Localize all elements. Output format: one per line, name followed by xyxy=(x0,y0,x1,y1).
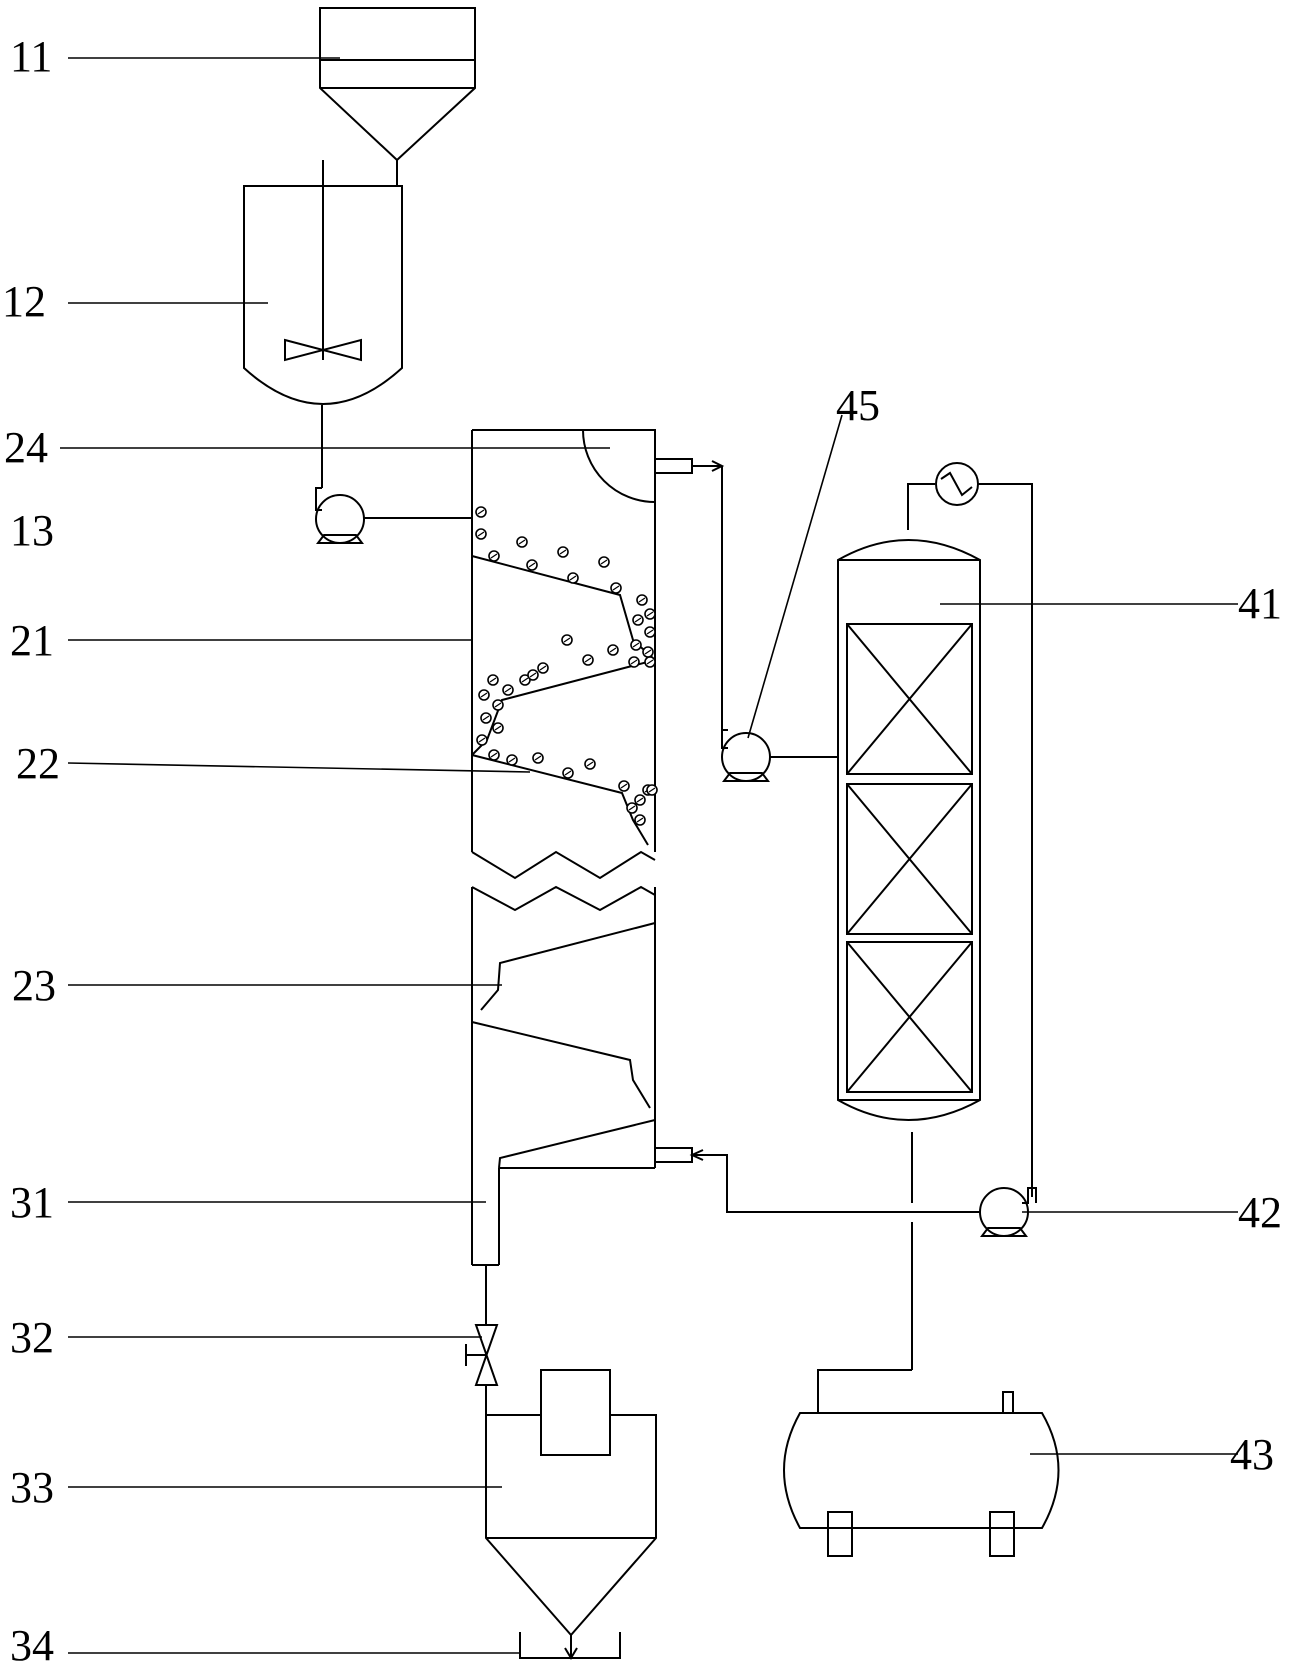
label-45: 45 xyxy=(836,381,880,430)
pump-icon xyxy=(721,729,838,782)
heat-exchanger-icon xyxy=(935,462,1033,1197)
label-42: 42 xyxy=(1238,1188,1282,1237)
label-24: 24 xyxy=(4,423,48,472)
label-23: 23 xyxy=(12,961,56,1010)
label-21: 21 xyxy=(10,616,54,665)
label-34: 34 xyxy=(10,1621,54,1662)
column-lower-icon xyxy=(471,885,980,1325)
label-13: 13 xyxy=(10,506,54,555)
label-41: 41 xyxy=(1238,579,1282,628)
horizontal-storage-tank-icon xyxy=(783,1369,1060,1557)
stirred-tank-icon xyxy=(243,160,403,488)
packed-tower-icon xyxy=(837,483,981,1370)
label-12: 12 xyxy=(2,277,46,326)
zigzag-break-icon xyxy=(471,850,656,880)
label-32: 32 xyxy=(10,1313,54,1362)
label-43: 43 xyxy=(1230,1430,1274,1479)
column-icon xyxy=(471,429,725,880)
label-33: 33 xyxy=(10,1463,54,1512)
label-11: 11 xyxy=(10,32,52,81)
leader-lines xyxy=(60,57,1238,1654)
collection-tank-icon xyxy=(485,1369,657,1660)
hopper-icon xyxy=(319,7,476,186)
pump-icon xyxy=(315,487,472,544)
particles xyxy=(475,506,658,826)
agitator-icon xyxy=(284,338,362,362)
valve-icon xyxy=(465,1324,499,1405)
label-31: 31 xyxy=(10,1178,54,1227)
label-22: 22 xyxy=(16,739,60,788)
